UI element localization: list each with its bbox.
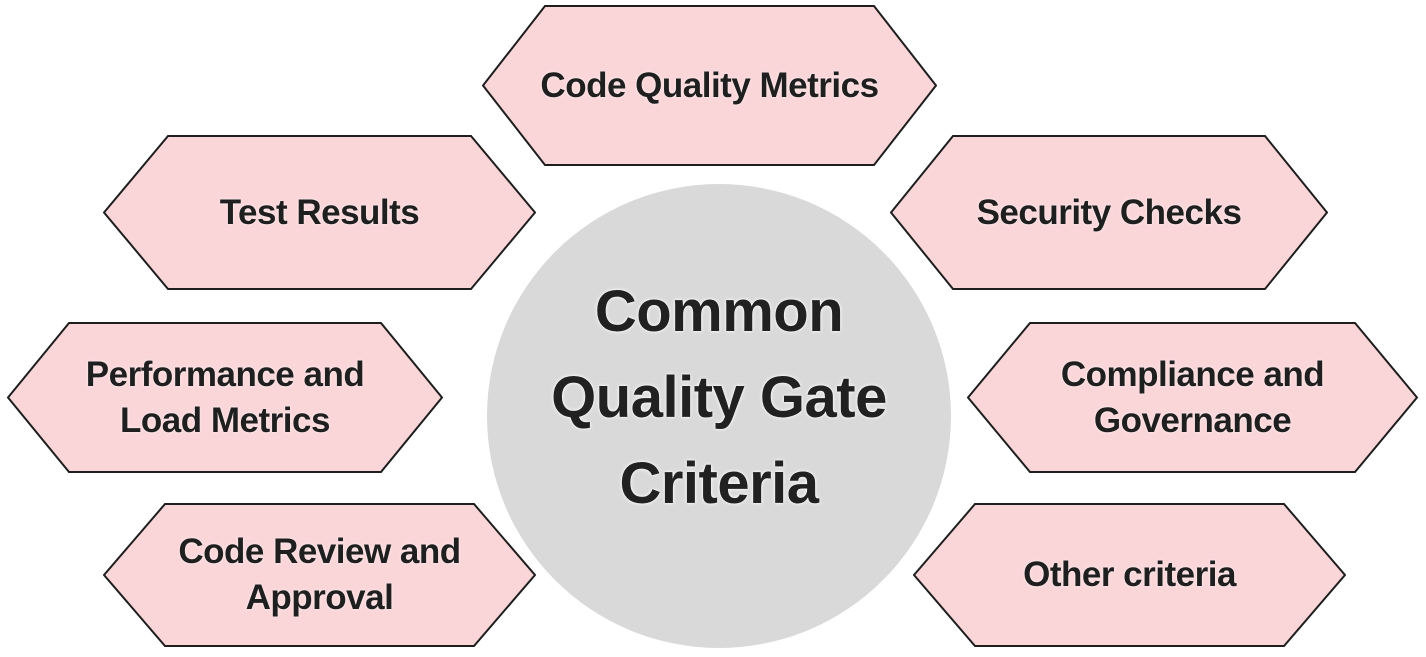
node-code-review-and-approval: Code Review and Approval	[103, 503, 536, 647]
node-security-checks: Security Checks	[890, 135, 1328, 290]
center-node: Common Quality Gate Criteria	[487, 184, 951, 648]
node-code-quality-metrics: Code Quality Metrics	[482, 5, 937, 166]
hexagon-shape	[103, 135, 536, 290]
hexagon	[7, 322, 443, 473]
hexagon	[103, 135, 536, 290]
hexagon	[103, 503, 536, 647]
hexagon-shape	[7, 322, 443, 473]
hexagon	[967, 322, 1418, 473]
node-other-criteria: Other criteria	[913, 503, 1346, 647]
hexagon-shape	[967, 322, 1418, 473]
hexagon-shape	[482, 5, 937, 166]
hexagon	[890, 135, 1328, 290]
hexagon-shape	[913, 503, 1346, 647]
center-circle-shape	[487, 184, 951, 648]
hexagon-shape	[890, 135, 1328, 290]
node-compliance-and-governance: Compliance and Governance	[967, 322, 1418, 473]
hexagon	[913, 503, 1346, 647]
node-performance-and-load-metrics: Performance and Load Metrics	[7, 322, 443, 473]
hexagon	[482, 5, 937, 166]
center-circle	[487, 184, 951, 648]
hexagon-shape	[103, 503, 536, 647]
node-test-results: Test Results	[103, 135, 536, 290]
